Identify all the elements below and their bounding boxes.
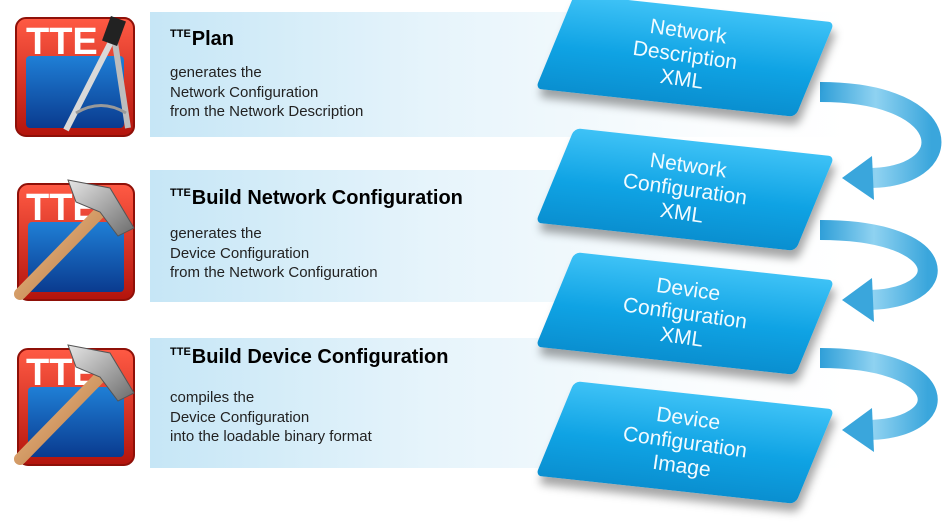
description-line: compiles the (170, 389, 255, 406)
artifact-card-network-description-xml: Network Description XML (535, 0, 835, 117)
curved-arrow-icon (819, 220, 938, 322)
card-label: Device Configuration XML (545, 248, 826, 380)
description-line: from the Network Description (170, 103, 364, 120)
tool-title-name: Build Network Configuration (191, 187, 463, 209)
tool-description-build-device: compiles the Device Configuration into t… (170, 388, 372, 447)
curved-arrow-icon (819, 348, 938, 452)
card-label-line: XML (658, 198, 705, 228)
tte-build-hammer-icon: TTE (14, 179, 135, 301)
tte-plan-compass-icon: TTE (15, 16, 135, 137)
description-line: from the Network Configuration (170, 264, 378, 281)
icon-logo-text: TTE (26, 21, 98, 63)
tool-title-prefix: TTE (170, 346, 191, 358)
description-line: generates the (170, 225, 262, 242)
tte-build-hammer-icon: TTE (14, 344, 135, 466)
curved-arrow-icon (819, 82, 942, 200)
card-label: Network Configuration XML (545, 124, 826, 256)
description-line: Device Configuration (170, 244, 310, 262)
tool-title-prefix: TTE (170, 28, 191, 40)
artifact-card-device-configuration-xml: Device Configuration XML (535, 252, 835, 375)
card-label: Device Configuration Image (545, 377, 826, 509)
tool-title-plan: TTEPlan (170, 28, 234, 51)
artifact-card-device-configuration-image: Device Configuration Image (535, 381, 835, 504)
tool-title-name: Plan (191, 28, 235, 50)
description-line: Network Configuration (170, 83, 319, 101)
description-line: into the loadable binary format (170, 428, 372, 445)
tool-title-build-network: TTEBuild Network Configuration (170, 187, 463, 210)
tool-title-build-device: TTEBuild Device Configuration (170, 346, 448, 369)
tool-title-name: Build Device Configuration (191, 346, 449, 368)
description-line: generates the (170, 64, 262, 81)
artifact-card-network-configuration-xml: Network Configuration XML (535, 128, 835, 251)
card-label-line: XML (658, 322, 705, 352)
description-line: Device Configuration (170, 408, 310, 426)
tool-title-prefix: TTE (170, 187, 191, 199)
tool-description-build-network: generates the Device Configuration from … (170, 224, 378, 283)
card-label-line: XML (658, 64, 705, 94)
tool-description-plan: generates the Network Configuration from… (170, 63, 363, 122)
